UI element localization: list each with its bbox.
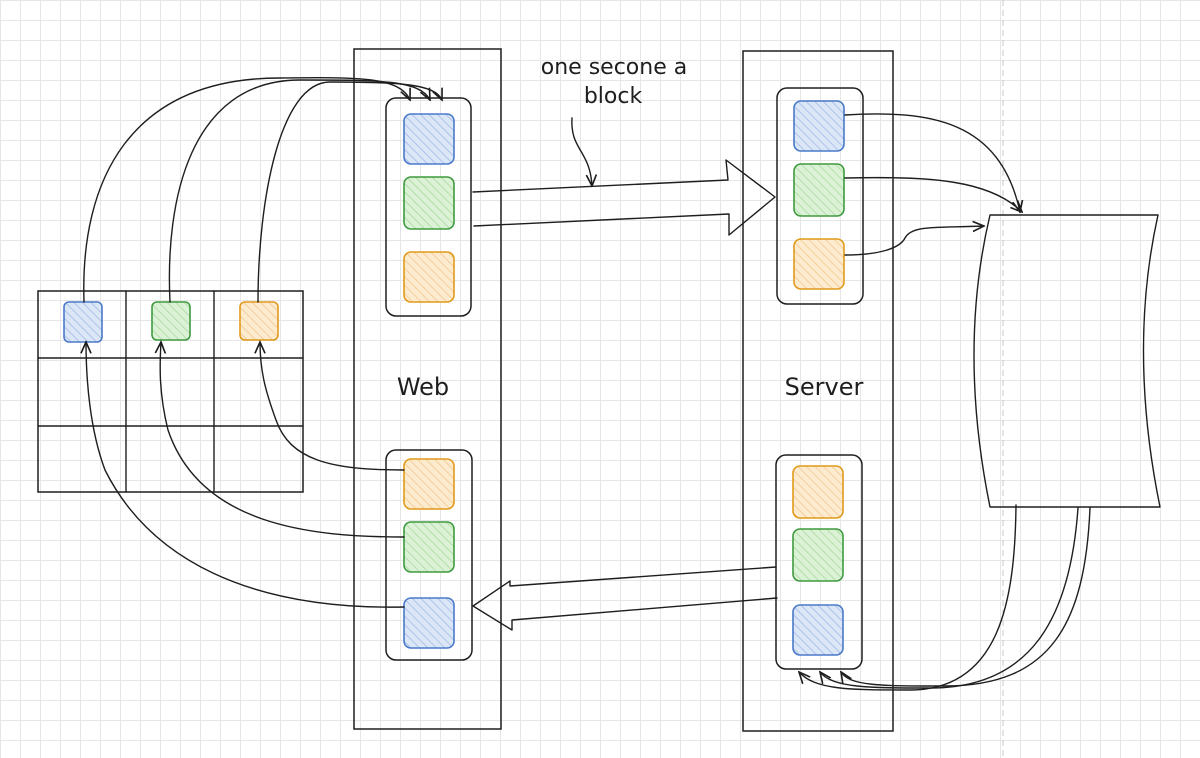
web-receive-buffer — [385, 449, 473, 661]
annotation-text-line2: block — [584, 84, 643, 109]
web-to-server-arrow — [472, 159, 776, 236]
server-column: Server — [742, 50, 894, 732]
server-label: Server — [785, 373, 864, 401]
grid-green-to-web-connector — [168, 79, 430, 303]
grid-cell-blue-block — [63, 301, 103, 343]
grid-blue-to-web-connector — [83, 76, 410, 303]
storage-to-server-connector-2 — [820, 507, 1079, 689]
server-send-blue-block — [792, 604, 844, 656]
server-send-green-block — [792, 528, 844, 582]
server-orange-to-storage-connector — [844, 226, 984, 256]
server-blue-to-storage-connector — [844, 113, 1020, 212]
web-orange-to-grid-connector — [260, 342, 405, 471]
web-receive-green-block — [403, 521, 455, 573]
web-column: Web — [353, 48, 502, 730]
server-receive-buffer — [776, 87, 864, 305]
grid-orange-to-web-connector — [257, 81, 442, 303]
grid-cell-green-block — [151, 301, 191, 341]
storage-to-server-connector-3 — [841, 507, 1091, 687]
server-receive-green-block — [793, 163, 845, 217]
data-grid-table — [37, 290, 304, 493]
server-receive-orange-block — [793, 238, 845, 290]
web-blue-to-grid-connector — [86, 342, 405, 608]
storage-document-shape — [973, 214, 1161, 508]
server-to-web-arrow — [472, 566, 778, 631]
server-send-buffer — [775, 454, 863, 670]
web-receive-orange-block — [403, 458, 455, 510]
web-label: Web — [397, 373, 449, 401]
grid-cell-orange-block — [239, 301, 279, 341]
web-send-blue-block — [403, 113, 455, 165]
web-green-to-grid-connector — [160, 342, 405, 538]
web-receive-blue-block — [403, 597, 455, 649]
server-receive-blue-block — [793, 100, 845, 152]
web-send-green-block — [403, 176, 455, 230]
annotation-text-line1: one secone a — [541, 55, 687, 80]
web-send-orange-block — [403, 251, 455, 303]
annotation-pointer-line — [571, 117, 592, 186]
server-green-to-storage-connector — [844, 176, 1022, 212]
server-send-orange-block — [792, 465, 844, 519]
